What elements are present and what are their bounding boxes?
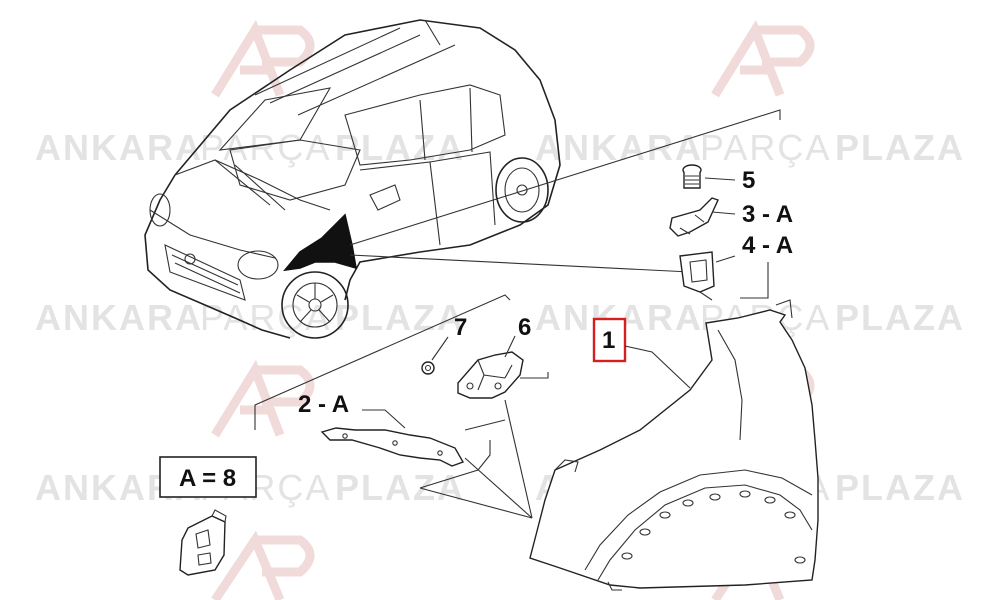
callout-part-6: 6 <box>518 314 531 341</box>
watermark-brand-left: ANKARA <box>35 297 203 338</box>
watermark-brand-right: PLAZA <box>835 297 965 338</box>
bracket-icon <box>679 251 715 301</box>
clip-icon <box>669 197 719 237</box>
watermark-brand-right: PLAZA <box>835 127 965 168</box>
leader-line <box>431 336 449 361</box>
kit-part-icon <box>179 509 227 576</box>
car-illustration-icon <box>144 19 561 339</box>
callout-part-4: 4 - A <box>742 232 793 259</box>
leader-line <box>362 409 406 429</box>
callout-part-7: 7 <box>454 314 467 341</box>
watermark-brand-right: PLAZA <box>335 297 465 338</box>
nut-icon <box>421 361 435 375</box>
exploded-view-frame <box>254 109 781 430</box>
kit-box-label: A = 8 <box>179 465 236 492</box>
kit-box <box>159 456 257 498</box>
leader-line <box>715 255 736 263</box>
bolt-icon <box>682 164 702 189</box>
arch-holes <box>621 490 806 564</box>
leader-line <box>740 262 769 299</box>
watermark-brand-mid: PARÇA <box>700 127 831 168</box>
callout-part-3: 3 - A <box>742 201 793 228</box>
watermark-logo-icon <box>711 19 815 98</box>
leader-line <box>504 335 516 358</box>
leader-line <box>704 177 736 181</box>
watermark-brand-right: PLAZA <box>835 467 965 508</box>
highlighted-fender-icon <box>283 213 358 272</box>
watermark-row: ANKARA PARÇA PLAZA ANKARA PARÇA PLAZA <box>35 127 965 168</box>
watermark-logo-icon <box>211 359 315 438</box>
callout-part-1: 1 <box>602 327 615 354</box>
mounting-bracket-icon <box>457 351 524 399</box>
leader-line <box>624 345 691 389</box>
convergence-leaders <box>419 399 533 519</box>
leader-line <box>711 211 736 215</box>
watermark-row: ANKARA PARÇA PLAZA ANKARA PARÇA PLAZA <box>35 297 965 338</box>
watermark-brand-right: PLAZA <box>335 467 465 508</box>
watermark-logo-icon <box>211 530 315 600</box>
watermark-brand-left: ANKARA <box>35 127 203 168</box>
fender-panel-icon <box>529 299 819 591</box>
callout-part-5: 5 <box>742 167 755 194</box>
callout-part-2: 2 - A <box>298 391 349 418</box>
highlight-box <box>592 317 627 363</box>
leader-line <box>520 372 549 379</box>
reinforcement-strip-icon <box>320 427 465 467</box>
watermark-logo-icon <box>211 19 315 98</box>
